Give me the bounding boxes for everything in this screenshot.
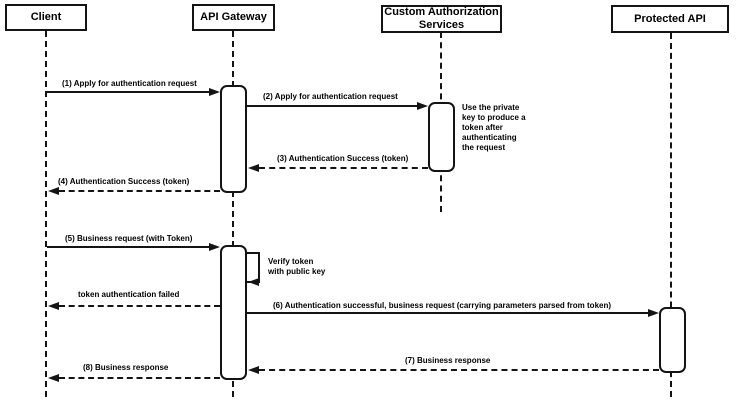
message-4-line — [59, 190, 220, 192]
message-3-line — [259, 167, 428, 169]
activation-api-gateway-auth — [220, 85, 247, 193]
note-private-key: Use the private key to produce a token a… — [462, 103, 526, 152]
participant-custom-authorization-services: Custom Authorization Services — [381, 5, 502, 33]
activation-protected-api — [659, 307, 686, 373]
message-auth-failed-arrowhead-icon — [48, 302, 59, 310]
message-7-arrowhead-icon — [248, 366, 259, 374]
message-1-label: (1) Apply for authentication request — [62, 79, 197, 88]
participant-client-label: Client — [30, 11, 62, 23]
participant-protected-api: Protected API — [611, 5, 729, 33]
message-8-line — [59, 377, 220, 379]
message-5-label: (5) Business request (with Token) — [65, 234, 193, 243]
message-6-arrowhead-icon — [648, 309, 659, 317]
message-3-arrowhead-icon — [248, 164, 259, 172]
self-message-verify-token-arrowhead-icon — [248, 278, 259, 286]
message-4-arrowhead-icon — [48, 187, 59, 195]
participant-client: Client — [5, 4, 87, 31]
activation-custom-authorization-services — [428, 102, 455, 172]
message-1-line — [47, 91, 209, 93]
participant-protected-api-label: Protected API — [634, 12, 706, 25]
participant-custom-authorization-services-label: Custom Authorization Services — [384, 6, 499, 31]
message-1-arrowhead-icon — [209, 88, 220, 96]
message-5-line — [47, 246, 209, 248]
message-7-line — [259, 369, 659, 371]
activation-api-gateway-business — [220, 245, 247, 380]
lifeline-api-gateway — [232, 31, 234, 397]
lifeline-client — [45, 31, 47, 397]
message-4-label: (4) Authentication Success (token) — [58, 177, 190, 186]
message-auth-failed-label: token authentication failed — [78, 290, 180, 299]
participant-api-gateway: API Gateway — [192, 4, 275, 31]
message-auth-failed-line — [59, 305, 220, 307]
message-2-line — [247, 105, 417, 107]
message-8-label: (8) Business response — [83, 363, 169, 372]
message-2-arrowhead-icon — [417, 102, 428, 110]
participant-api-gateway-label: API Gateway — [200, 11, 267, 23]
message-7-label: (7) Business response — [405, 356, 491, 365]
message-2-label: (2) Apply for authentication request — [263, 92, 398, 101]
message-3-label: (3) Authentication Success (token) — [277, 154, 409, 163]
self-message-verify-token-label: Verify token with public key — [268, 257, 326, 276]
message-6-line — [247, 312, 648, 314]
lifeline-protected-api — [670, 33, 672, 397]
message-5-arrowhead-icon — [209, 243, 220, 251]
message-6-label: (6) Authentication successful, business … — [273, 301, 612, 310]
message-8-arrowhead-icon — [48, 374, 59, 382]
